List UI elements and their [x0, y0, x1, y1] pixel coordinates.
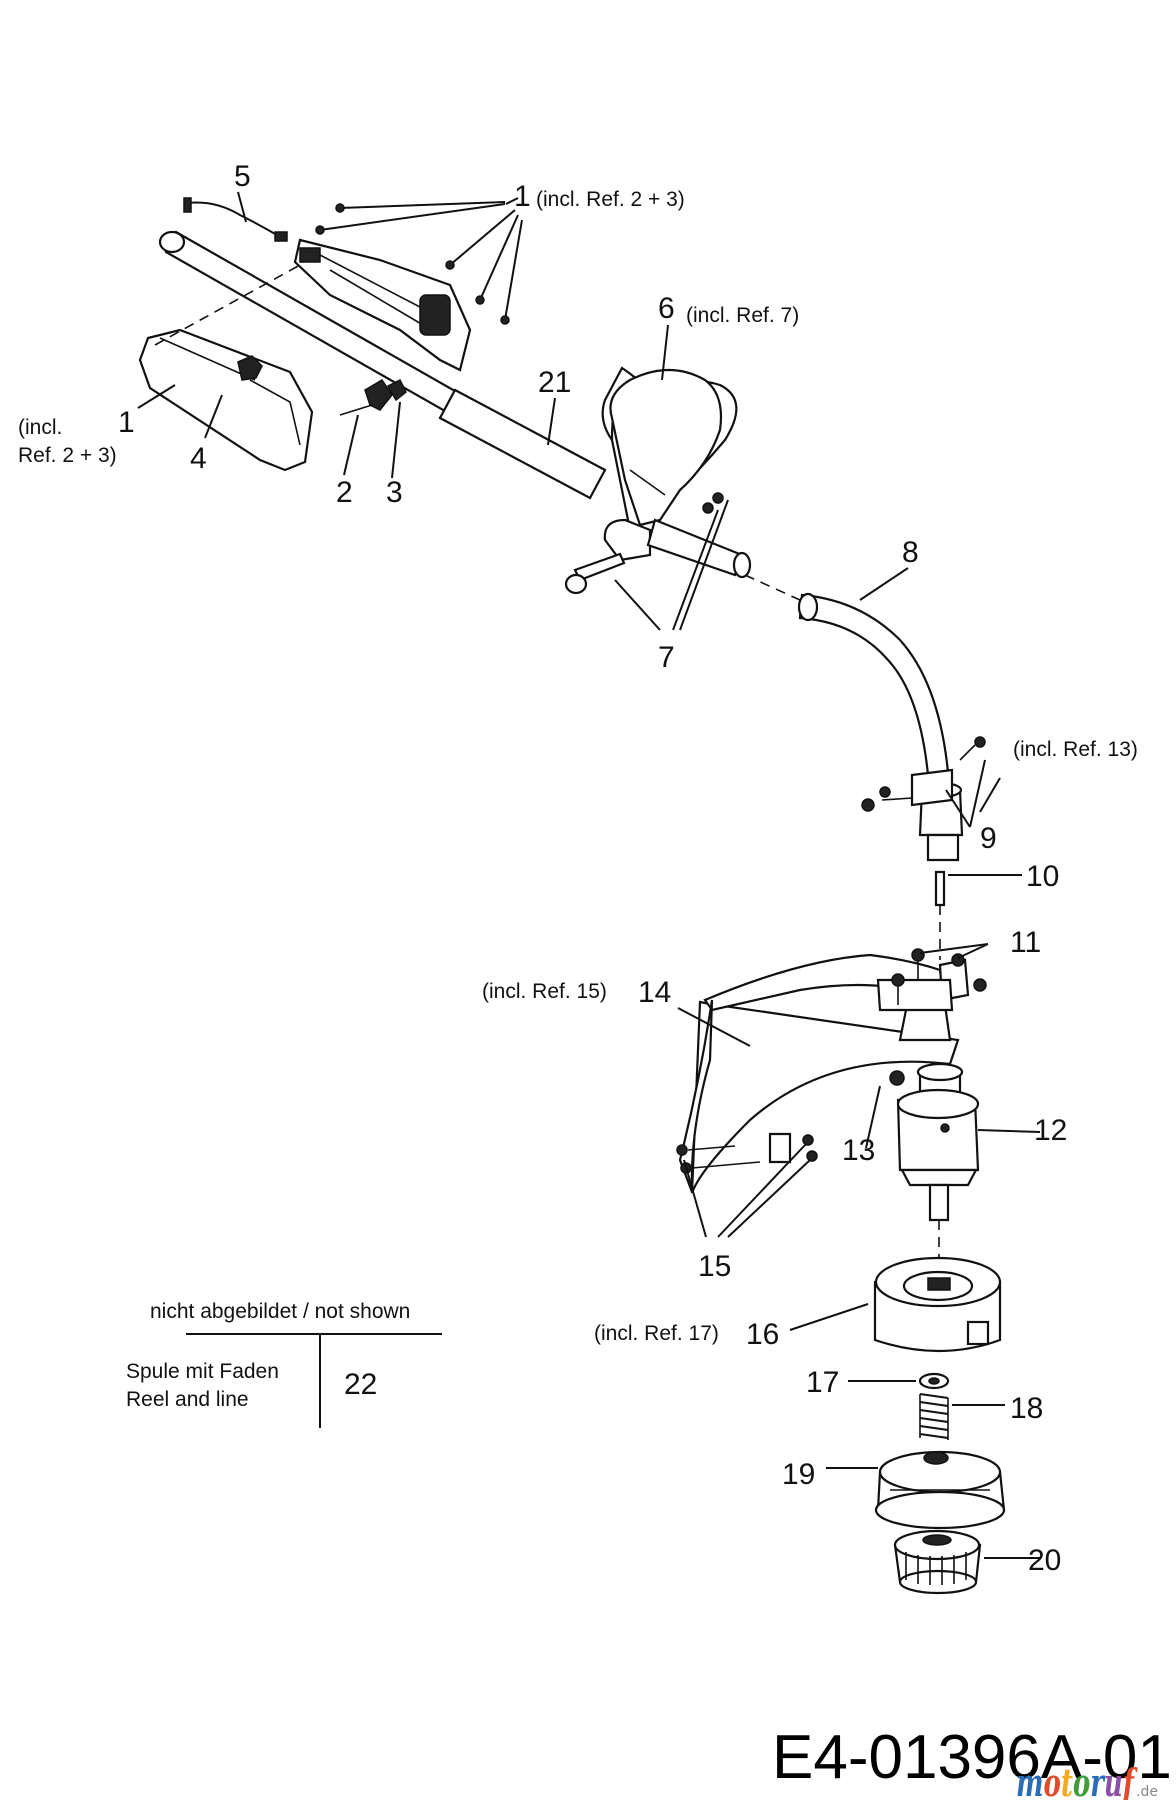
- watermark-letter: o: [1073, 1760, 1090, 1800]
- labels: 5 1 (incl. Ref. 2 + 3) 6 (incl. Ref. 7) …: [18, 160, 1138, 1577]
- label-9: 9: [980, 822, 997, 855]
- not-shown-line-en: Reel and line: [126, 1388, 249, 1411]
- shield-screws-15: [676, 1132, 818, 1174]
- label-7: 7: [658, 641, 675, 674]
- upper-shaft: [158, 230, 607, 500]
- label-5: 5: [234, 160, 251, 193]
- washer-17: [918, 1372, 950, 1390]
- watermark-letter: m: [1016, 1760, 1044, 1800]
- label-10: 10: [1026, 860, 1059, 893]
- label-17: 17: [806, 1366, 839, 1399]
- label-4: 4: [190, 442, 207, 475]
- label-13: 13: [842, 1134, 875, 1167]
- label-18: 18: [1010, 1392, 1043, 1425]
- note-1-top: (incl. Ref. 2 + 3): [536, 188, 685, 211]
- label-11: 11: [1010, 926, 1041, 959]
- watermark: motoruf .de: [1016, 1760, 1158, 1800]
- label-19: 19: [782, 1458, 815, 1491]
- watermark-suffix: .de: [1136, 1784, 1158, 1800]
- assist-handle: [564, 366, 752, 595]
- note-9: (incl. Ref. 13): [1013, 738, 1138, 761]
- not-shown-table: nicht abgebildet / not shown Spule mit F…: [126, 1300, 410, 1411]
- note-1-left-a: (incl.: [18, 416, 62, 439]
- label-12: 12: [1034, 1114, 1067, 1147]
- spring-18: [919, 1393, 949, 1440]
- label-8: 8: [902, 536, 919, 569]
- watermark-letter: r: [1090, 1760, 1106, 1800]
- screw-bracket-top: [315, 201, 523, 325]
- note-14: (incl. Ref. 15): [482, 980, 607, 1003]
- housing-half-left: [138, 264, 314, 472]
- label-3: 3: [386, 476, 403, 509]
- watermark-letter: f: [1121, 1760, 1138, 1800]
- label-6: 6: [658, 292, 675, 325]
- debris-shield: [678, 953, 970, 1194]
- label-1-left: 1: [118, 406, 135, 439]
- trigger-2-3: [339, 378, 407, 416]
- watermark-letter: u: [1104, 1760, 1123, 1800]
- watermark-letter: t: [1061, 1760, 1073, 1800]
- label-16: 16: [746, 1318, 779, 1351]
- label-14: 14: [638, 976, 671, 1009]
- drawing-code: E4-01396A-01: [772, 1723, 1172, 1792]
- label-15: 15: [698, 1250, 731, 1283]
- bent-shaft: [744, 574, 986, 862]
- label-22: 22: [344, 1368, 377, 1401]
- note-16: (incl. Ref. 17): [594, 1322, 719, 1345]
- gear-head-12: [889, 1062, 980, 1260]
- label-1-top: 1: [514, 180, 531, 213]
- not-shown-header: nicht abgebildet / not shown: [150, 1300, 410, 1323]
- leader-lines: [137, 191, 1041, 1559]
- label-2: 2: [336, 476, 353, 509]
- spool-19: [874, 1450, 1006, 1530]
- throttle-cable: [183, 197, 288, 242]
- label-21: 21: [538, 366, 571, 399]
- switch-4: [237, 355, 263, 381]
- not-shown-line-de: Spule mit Faden: [126, 1360, 279, 1383]
- watermark-letter: o: [1044, 1760, 1061, 1800]
- watermark-brand: motoruf: [1016, 1760, 1138, 1800]
- note-1-left-b: Ref. 2 + 3): [18, 444, 117, 467]
- note-6: (incl. Ref. 7): [686, 304, 799, 327]
- drive-shaft-10: [934, 870, 946, 960]
- spool-housing-16: [873, 1256, 1002, 1353]
- label-20: 20: [1028, 1544, 1061, 1577]
- bump-knob-20: [893, 1529, 982, 1595]
- housing-half-top: [293, 238, 472, 372]
